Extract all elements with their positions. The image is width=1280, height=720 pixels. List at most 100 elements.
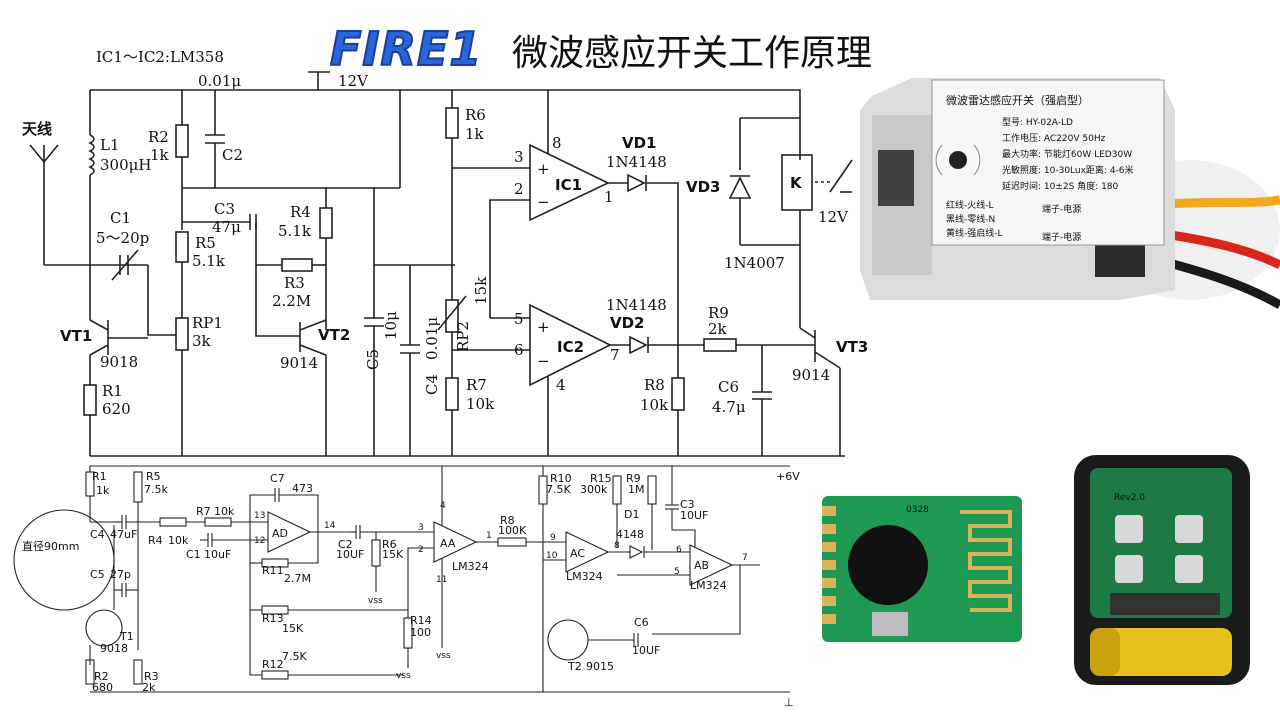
antenna-icon [29,144,148,266]
b-r2-value: 680 [92,681,113,694]
r2-label: R2 [148,128,169,146]
antenna-label: 天线 [22,120,52,138]
module-marking: 0328 [906,505,929,515]
terminal-block [878,150,914,206]
r5-value: 5.1k [192,252,226,270]
vt3-part: 9014 [792,366,830,384]
dip-switch[interactable] [1110,593,1220,615]
vss-3: vss [436,651,451,661]
vt1-label: VT1 [60,327,92,345]
b-r13-label: R13 [262,612,284,625]
vt3-label: VT3 [836,338,868,356]
b-r5-label: R5 [146,470,161,483]
b-c3-value: 10UF [680,509,708,522]
c2-value: 0.01μ [198,72,241,90]
aa-opamp [433,521,478,563]
t2-transistor [547,619,589,661]
rp2-label: RP2 [454,321,472,352]
r1-resistor [83,384,97,416]
aa-pin2: 2 [418,545,424,555]
remote-photo: Rev2.0 [1074,455,1250,685]
b-r15-value: 300k [580,483,608,496]
svg-text:⊥: ⊥ [784,696,794,709]
product-photo: 微波雷达感应开关（强启型） 型号: HY-02A-LD 工作电压: AC220V… [860,78,1280,309]
b-c4-label: C4 [90,528,105,541]
ic1-pin3: 3 [514,148,524,166]
relay-voltage: 12V [818,208,849,226]
remote-marking: Rev2.0 [1114,493,1145,503]
b-c6-label: C6 [634,616,649,629]
l1-label: L1 [100,136,120,154]
b-c3-label: C3 [680,498,695,511]
r8-label: R8 [644,376,665,394]
ab-part: LM324 [690,579,727,592]
rp1-label: RP1 [192,314,223,332]
spec-delay: 延迟时间: 10±2S 角度: 180 [1002,180,1119,192]
r9-label: R9 [708,304,729,322]
chip-blob [848,525,928,605]
ac-label: AC [570,547,585,560]
vss-1: vss [368,596,383,606]
t1-label: T1 [119,630,134,643]
b-c2-value: 10UF [336,548,364,561]
d1-label: D1 [624,508,639,521]
r1-value: 620 [102,400,131,418]
loop-antenna-icon [13,509,115,611]
page-title: 微波感应开关工作原理 [512,33,873,74]
r8-value: 10k [640,396,669,414]
terminal-label-2: 端子-电源 [1042,231,1081,243]
b-r7-label: R7 [196,505,211,518]
b-r13-value: 15K [282,622,304,635]
rf-module-photo: 0328 [822,496,1022,642]
ab-pin6: 6 [676,545,682,555]
relay-k [781,154,813,211]
b-r10-label: R10 [550,472,572,485]
b-c1-label: C1 [186,548,201,561]
wire-yellow-label: 黄线-强启线-L [946,227,1003,239]
spec-voltage: 工作电压: AC220V 50Hz [1002,132,1106,144]
relay-k-label: K [790,174,803,192]
c4-label: C4 [423,374,441,395]
ic2-label: IC2 [557,338,584,356]
ad-pin13: 13 [254,511,265,521]
wire-black-label: 黑线-零线-N [946,213,995,225]
remote-button-1[interactable] [1115,515,1143,543]
supply-label: 12V [338,72,369,90]
b-c7-value: 473 [292,482,313,495]
ic2-pin6: 6 [514,341,524,359]
svg-text:+: + [537,318,550,336]
r3-label: R3 [284,274,305,292]
c5-label: C5 [364,349,382,370]
vt2-label: VT2 [318,326,350,344]
b-r8-label: R8 [500,514,515,527]
b-r6-value: 15K [382,548,404,561]
ic2-opamp [529,303,612,387]
ic1-pin2: 2 [514,180,524,198]
c3-label: C3 [214,200,235,218]
b-c5-label: C5 [90,568,105,581]
ac-opamp [565,531,610,573]
r4-label: R4 [290,203,311,221]
r1-label: R1 [102,382,123,400]
b-r6-label: R6 [382,538,397,551]
ad-opamp [267,511,312,553]
ab-pin5: 5 [674,567,680,577]
ac-pin10: 10 [546,551,558,561]
r7-label: R7 [466,376,487,394]
ic2-pin4: 4 [556,376,566,394]
b-r10-value: 7.5K [546,483,571,496]
d1-part: 4148 [616,528,644,541]
ic1-pin1: 1 [604,188,614,206]
remote-button-3[interactable] [1115,555,1143,583]
wire-red-label: 红线-火线-L [946,199,994,211]
aa-pin3: 3 [418,523,424,533]
remote-button-2[interactable] [1175,515,1203,543]
r6-value: 1k [465,125,485,143]
vt1-part: 9018 [100,353,138,371]
rp2-value: 15k [472,276,490,305]
crystal [872,612,908,636]
ad-pin14: 14 [324,521,336,531]
remote-button-4[interactable] [1175,555,1203,583]
c6-value: 4.7μ [712,398,746,416]
l1-coil [88,134,95,176]
